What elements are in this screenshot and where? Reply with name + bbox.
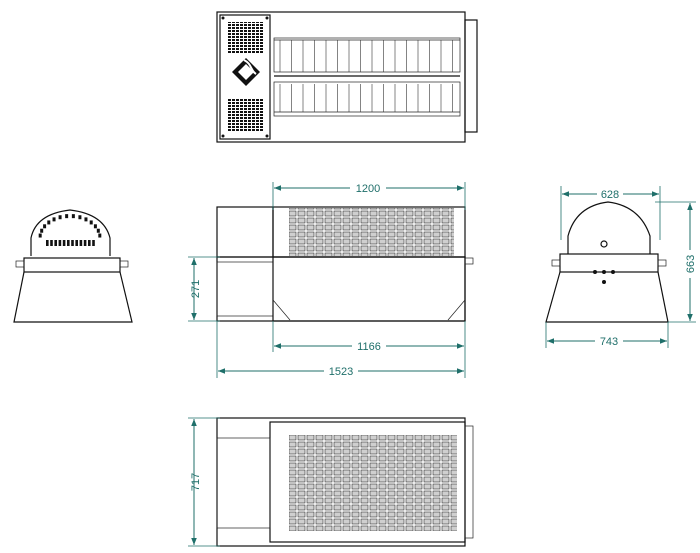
right-mount-bar bbox=[559, 253, 659, 273]
left-base bbox=[13, 271, 133, 323]
right-base bbox=[545, 271, 669, 323]
left-mount-bar bbox=[23, 257, 121, 273]
element-panels bbox=[273, 37, 461, 117]
dimension-743: 743 bbox=[545, 322, 669, 348]
side-view bbox=[216, 206, 474, 322]
left-vent-slots bbox=[38, 214, 102, 246]
dimension-1200: 1200 bbox=[272, 181, 466, 210]
front-view bbox=[216, 11, 478, 143]
dim-label-1200: 1200 bbox=[356, 183, 380, 195]
dim-label-271: 271 bbox=[190, 280, 202, 298]
bottom-grille bbox=[289, 435, 457, 531]
dim-label-1523: 1523 bbox=[329, 366, 353, 378]
left-dome bbox=[30, 209, 111, 256]
dim-label-1166: 1166 bbox=[357, 341, 381, 353]
dim-label-743: 743 bbox=[600, 336, 618, 348]
flame-logo-icon bbox=[232, 58, 260, 86]
right-end-view bbox=[545, 201, 669, 323]
dimension-628: 628 bbox=[560, 186, 661, 240]
dim-label-663: 663 bbox=[685, 255, 697, 273]
upper-vent-grid bbox=[228, 22, 264, 54]
bottom-view bbox=[216, 417, 474, 547]
left-end-view bbox=[13, 209, 133, 323]
front-side-plate bbox=[464, 19, 478, 133]
dimension-1523: 1523 bbox=[216, 321, 466, 378]
dim-label-628: 628 bbox=[601, 189, 619, 201]
dimension-271: 271 bbox=[188, 256, 220, 322]
dimension-717: 717 bbox=[188, 417, 220, 547]
right-dome bbox=[567, 201, 651, 254]
dimension-1166: 1166 bbox=[272, 321, 466, 353]
control-panel bbox=[219, 14, 271, 140]
dimension-663: 663 bbox=[655, 201, 697, 323]
dim-label-717: 717 bbox=[190, 473, 202, 491]
lower-vent-grid bbox=[228, 98, 264, 132]
side-grille bbox=[289, 208, 454, 256]
